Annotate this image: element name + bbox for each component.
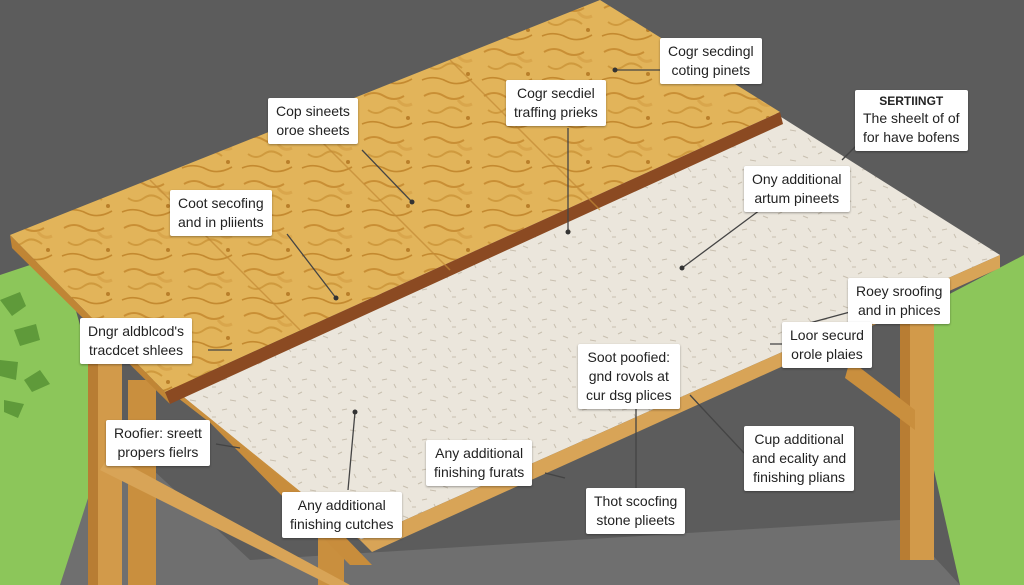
callout-line: artum pineets bbox=[754, 190, 840, 206]
callout-line: Cogr secdingl bbox=[668, 43, 754, 59]
callout-line: Coot secofing bbox=[178, 195, 264, 211]
callout-line: Any additional bbox=[435, 445, 524, 461]
callout-line: and in pliients bbox=[178, 214, 264, 230]
callout-line: and in phices bbox=[857, 302, 941, 318]
callout-line: orole plaies bbox=[791, 346, 863, 362]
callout-line: finishing cutches bbox=[290, 516, 394, 532]
callout-label: Roofier: sreett propers fielrs bbox=[106, 420, 210, 466]
callout-line: Cup additional bbox=[754, 431, 844, 447]
callout-label: Thot scocfing stone plieets bbox=[586, 488, 686, 534]
callout-label: Dngr aldblcod's tracdcet shlees bbox=[80, 318, 193, 364]
beam-left bbox=[100, 455, 350, 585]
callout-label: Cop sineets oroe sheets bbox=[268, 98, 358, 144]
underlayment-sheet bbox=[175, 110, 1000, 540]
callout-line: Dngr aldblcod's bbox=[88, 323, 185, 339]
callout-title: SERTIINGT bbox=[879, 94, 944, 108]
callout-line: stone plieets bbox=[596, 512, 675, 528]
ground-shadow bbox=[60, 430, 960, 585]
callout-label: Ony additional artum pineets bbox=[744, 166, 850, 212]
callout-label: Cogr secdingl coting pinets bbox=[660, 38, 762, 84]
callout-line: Cogr secdiel bbox=[516, 85, 595, 101]
callout-line: traffing prieks bbox=[514, 104, 598, 120]
brace-right bbox=[845, 360, 915, 430]
callout-line: finishing furats bbox=[434, 464, 525, 480]
callout-line: Soot poofied: bbox=[587, 349, 671, 365]
callout-line: and ecality and bbox=[752, 450, 847, 466]
callout-line: coting pinets bbox=[671, 62, 751, 78]
leader-dots bbox=[333, 67, 685, 415]
callout-line: Roey sroofing bbox=[856, 283, 943, 299]
callout-line: for have bofens bbox=[863, 129, 960, 145]
callout-line: Roofier: sreett bbox=[114, 425, 202, 441]
callout-line: oroe sheets bbox=[276, 122, 350, 138]
callout-line: Any additional bbox=[297, 497, 386, 513]
shrub-leaves bbox=[0, 292, 50, 418]
osb-seam-edge bbox=[165, 112, 783, 404]
callout-label: Any additional finishing cutches bbox=[282, 492, 402, 538]
callout-label: Coot secofing and in pliients bbox=[170, 190, 272, 236]
callout-label: Any additional finishing furats bbox=[426, 440, 533, 486]
callout-line: gnd rovols at bbox=[588, 368, 669, 384]
callout-line: The sheelt of of bbox=[863, 110, 960, 126]
callout-label: Cup additional and ecality and finishing… bbox=[744, 426, 855, 491]
callout-line: Loor securd bbox=[790, 327, 864, 343]
callout-line: tracdcet shlees bbox=[88, 342, 184, 358]
callout-line: Cop sineets bbox=[276, 103, 350, 119]
callout-label: Loor securd orole plaies bbox=[782, 322, 872, 368]
callout-line: Ony additional bbox=[752, 171, 842, 187]
callout-label: Soot poofied: gnd rovols at cur dsg plic… bbox=[578, 344, 680, 409]
callout-line: finishing plians bbox=[753, 469, 846, 485]
callout-line: cur dsg plices bbox=[586, 387, 672, 403]
callout-label: SERTIINGT The sheelt of of for have bofe… bbox=[855, 90, 968, 151]
callout-label: Roey sroofing and in phices bbox=[848, 278, 951, 324]
callout-label: Cogr secdiel traffing prieks bbox=[506, 80, 606, 126]
callout-line: propers fielrs bbox=[117, 444, 199, 460]
callout-line: Thot scocfing bbox=[594, 493, 678, 509]
